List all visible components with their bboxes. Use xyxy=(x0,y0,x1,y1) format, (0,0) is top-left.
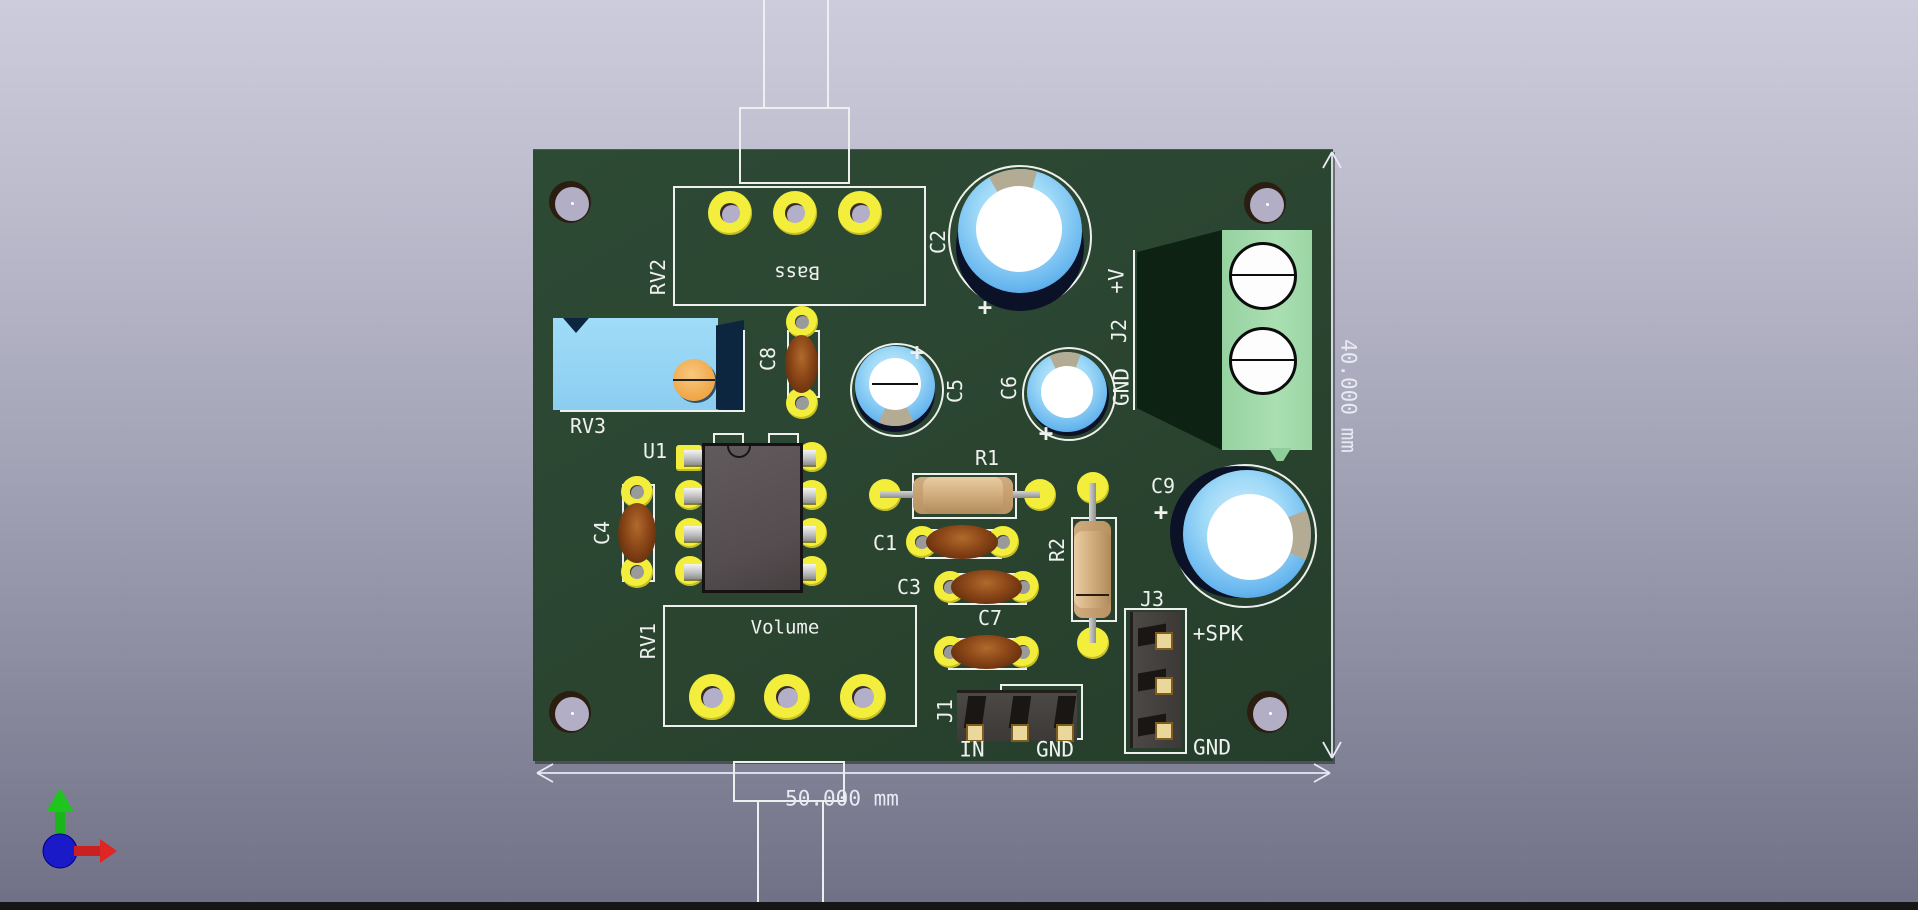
lead xyxy=(915,535,929,549)
c9-plus-mark: + xyxy=(1153,498,1169,526)
ic-pin xyxy=(684,526,706,541)
lead xyxy=(996,535,1010,549)
y-axis-arrow-icon xyxy=(46,788,74,812)
capacitor-c3 xyxy=(951,570,1022,604)
x-axis-red-arrow xyxy=(74,846,102,856)
c5-plus-mark: + xyxy=(909,338,925,366)
resistor-r2 xyxy=(1074,521,1111,618)
ref-c3: C3 xyxy=(896,575,922,599)
ref-r2: R2 xyxy=(1045,537,1069,563)
lead xyxy=(630,485,644,499)
volume-pot-bushing-outline xyxy=(733,761,845,802)
c5-vent-line xyxy=(872,383,918,385)
y-axis-green-arrow xyxy=(55,812,65,848)
pad-hole xyxy=(701,686,723,708)
ref-c2: C2 xyxy=(926,229,950,255)
capacitor-c6-vent xyxy=(1041,366,1093,418)
z-axis-sphere-icon xyxy=(42,833,78,869)
ref-rv3: RV3 xyxy=(569,414,607,438)
ref-c6: C6 xyxy=(997,375,1021,401)
j2-screw-terminal[interactable] xyxy=(1229,327,1297,395)
capacitor-c8 xyxy=(785,335,818,393)
ref-j1: J1 xyxy=(933,698,957,724)
bass-pot-shaft-outline xyxy=(827,0,829,109)
screw-slot xyxy=(673,379,715,381)
ic-u1-body xyxy=(702,443,803,593)
volume-pot-shaft-outline xyxy=(822,800,824,910)
resistor-band xyxy=(1076,594,1109,596)
ic-pin xyxy=(684,488,706,503)
rv3-outline xyxy=(743,330,745,412)
pad-hole xyxy=(785,203,805,223)
j3-pin-label-gnd: GND xyxy=(1193,735,1231,760)
header-pin-tip xyxy=(1011,724,1029,742)
ref-c8: C8 xyxy=(756,346,780,372)
pad-hole xyxy=(776,686,798,708)
rv2-outline xyxy=(673,186,926,306)
j2-pin-label-plus-v: +V xyxy=(1104,268,1129,294)
value-volume: Volume xyxy=(750,616,820,639)
ic-pin xyxy=(684,450,706,465)
lead xyxy=(795,396,809,410)
volume-pot-shaft-outline xyxy=(757,800,759,910)
width-dimension-label: 50.000 mm xyxy=(785,786,899,811)
window-bottom-bar xyxy=(0,902,1918,910)
trimmer-rv3-side xyxy=(716,320,744,412)
width-dimension-line xyxy=(536,763,1331,783)
j1-pin-label-gnd: GND xyxy=(1036,737,1074,762)
ic-pin xyxy=(684,564,706,579)
ref-c5: C5 xyxy=(943,378,967,404)
hole-glint xyxy=(571,712,574,715)
capacitor-c9-vent xyxy=(1207,494,1293,580)
header-pin-tip xyxy=(1155,722,1173,740)
hole-glint xyxy=(1269,712,1272,715)
ref-u1: U1 xyxy=(642,439,668,463)
header-pin-tip xyxy=(966,724,984,742)
ref-c1: C1 xyxy=(872,531,898,555)
pad-hole xyxy=(850,203,870,223)
header-pin-tip xyxy=(1155,677,1173,695)
lead xyxy=(630,565,644,579)
terminal-block-j2-side xyxy=(1137,230,1222,450)
pad-hole xyxy=(852,686,874,708)
hole-glint xyxy=(1266,203,1269,206)
ref-rv2: RV2 xyxy=(646,258,670,296)
bass-pot-bushing-outline xyxy=(739,107,850,184)
c2-plus-mark: + xyxy=(977,293,993,321)
capacitor-c1 xyxy=(926,525,998,559)
header-pin-tip xyxy=(1155,632,1173,650)
j1-pin-label-in: IN xyxy=(959,737,985,762)
ref-r1: R1 xyxy=(974,446,1000,470)
capacitor-c7 xyxy=(951,635,1022,669)
j3-outline xyxy=(1124,608,1187,754)
c6-plus-mark: + xyxy=(1038,419,1054,447)
screw-slot xyxy=(1232,274,1294,276)
pad-hole xyxy=(720,203,740,223)
screw-slot xyxy=(1232,359,1294,361)
ref-c7: C7 xyxy=(977,606,1003,630)
c5-outline xyxy=(850,343,944,437)
bass-pot-shaft-outline xyxy=(763,0,765,109)
rv1-outline xyxy=(663,605,917,727)
value-bass: Bass xyxy=(774,261,820,284)
j2-outline xyxy=(1133,250,1135,410)
lead xyxy=(795,315,809,329)
rv3-outline xyxy=(560,410,745,412)
resistor-r1 xyxy=(913,477,1013,514)
x-axis-arrow-icon xyxy=(100,839,117,863)
ref-c4: C4 xyxy=(590,520,614,546)
j2-screw-terminal[interactable] xyxy=(1229,242,1297,310)
ref-j3: J3 xyxy=(1139,587,1165,611)
ref-rv1: RV1 xyxy=(636,622,660,660)
ref-c9: C9 xyxy=(1150,474,1176,498)
capacitor-c4 xyxy=(618,503,656,563)
j3-pin-label-spk: +SPK xyxy=(1192,621,1244,646)
c6-outline xyxy=(1022,347,1116,441)
hole-glint xyxy=(571,202,574,205)
ref-j2: J2 xyxy=(1107,318,1131,344)
capacitor-c2-vent xyxy=(976,186,1062,272)
height-dimension-label: 40.000 mm xyxy=(1336,339,1361,453)
header-pin-tip xyxy=(1056,724,1074,742)
axis-gizmo xyxy=(42,788,117,869)
